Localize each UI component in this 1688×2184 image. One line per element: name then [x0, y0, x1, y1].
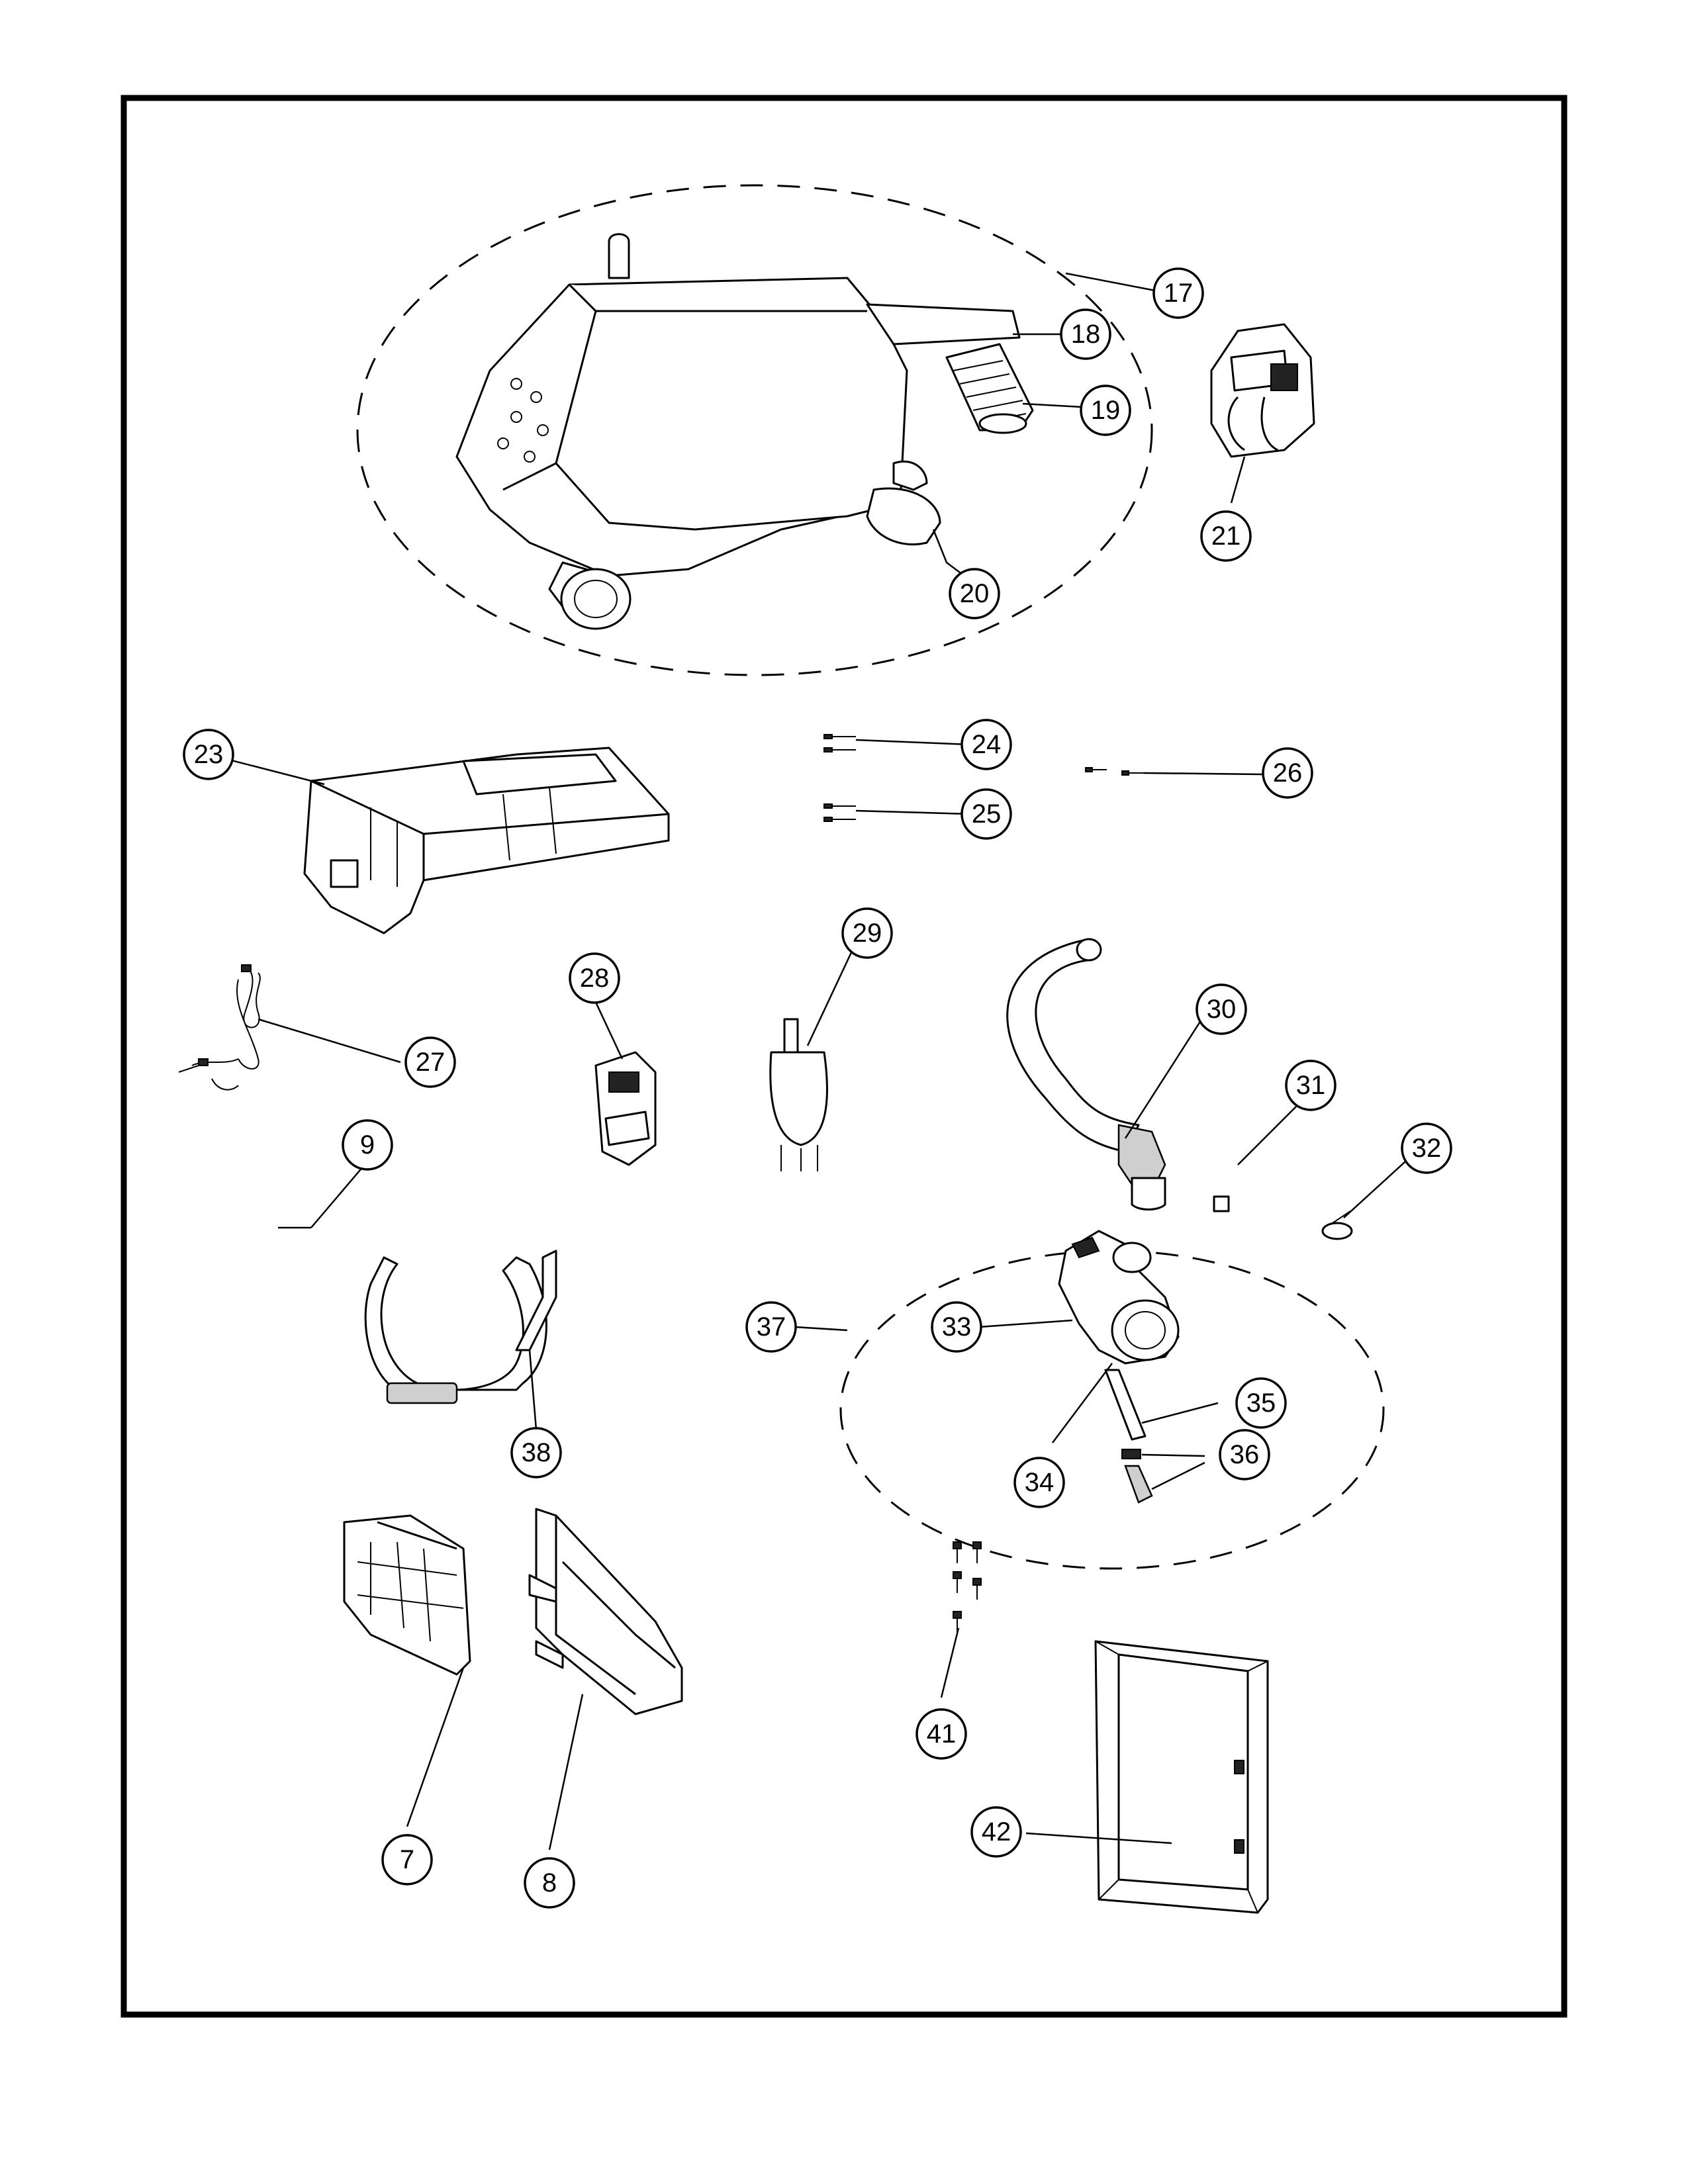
callout-label: 9 [360, 1130, 375, 1160]
callout-36: 36 [1219, 1429, 1270, 1480]
callout-label: 8 [542, 1868, 557, 1897]
callout-35: 35 [1235, 1377, 1287, 1429]
callout-31: 31 [1285, 1060, 1336, 1111]
callout-18: 18 [1060, 308, 1111, 360]
callout-label: 37 [757, 1312, 786, 1342]
hose-clip-31 [1213, 1195, 1230, 1212]
water-inlet-valve [1210, 323, 1315, 458]
drain-pump [1058, 1230, 1180, 1365]
callout-25: 25 [961, 788, 1012, 840]
callout-29: 29 [841, 907, 893, 959]
group-17-outline [356, 184, 1153, 676]
callout-27: 27 [404, 1036, 456, 1088]
callout-label: 28 [580, 964, 610, 993]
callout-label: 26 [1273, 758, 1303, 788]
diagram-border [120, 95, 1568, 2018]
callout-9: 9 [342, 1119, 393, 1171]
callout-42: 42 [970, 1806, 1022, 1858]
callout-28: 28 [569, 952, 620, 1004]
callout-label: 38 [522, 1438, 551, 1467]
callout-label: 7 [400, 1845, 414, 1874]
callout-23: 23 [183, 729, 234, 780]
pump-tube [1104, 1369, 1147, 1441]
callout-label: 24 [972, 730, 1002, 759]
callout-label: 29 [853, 919, 882, 948]
callout-19: 19 [1080, 385, 1131, 436]
callout-label: 30 [1207, 995, 1237, 1024]
hose-bracket [364, 1250, 557, 1404]
callout-label: 20 [960, 579, 990, 608]
callout-41: 41 [915, 1708, 967, 1760]
screws-24 [823, 734, 856, 752]
drain-hose [1006, 938, 1166, 1210]
callout-26: 26 [1262, 747, 1313, 799]
suppressor-capacitor [769, 1018, 828, 1171]
callout-label: 41 [927, 1719, 957, 1749]
wire-harness [178, 964, 261, 1091]
door-lock-switch [594, 1051, 657, 1166]
callout-32: 32 [1401, 1122, 1452, 1174]
screws-41 [953, 1541, 982, 1633]
callout-label: 36 [1230, 1440, 1260, 1469]
dispenser-drawer [303, 747, 670, 934]
callout-37: 37 [745, 1301, 797, 1353]
callout-label: 21 [1211, 522, 1241, 551]
callout-33: 33 [931, 1301, 982, 1353]
callout-label: 31 [1296, 1071, 1326, 1100]
inlet-bellows [945, 343, 1034, 434]
panel-bracket-8 [528, 1508, 683, 1715]
callout-38: 38 [510, 1427, 562, 1479]
callout-label: 42 [982, 1817, 1011, 1846]
callout-30: 30 [1196, 983, 1247, 1035]
hose-fitting [1121, 1449, 1153, 1504]
callout-label: 35 [1246, 1388, 1276, 1418]
callout-label: 33 [942, 1312, 972, 1342]
callout-label: 23 [194, 740, 224, 769]
callout-20: 20 [949, 568, 1000, 619]
callout-7: 7 [381, 1834, 433, 1886]
callout-17: 17 [1152, 267, 1204, 319]
hose-clamp [1321, 1210, 1353, 1240]
callout-24: 24 [961, 719, 1012, 770]
callout-21: 21 [1200, 510, 1252, 562]
callout-label: 17 [1164, 279, 1194, 308]
callout-34: 34 [1013, 1457, 1065, 1508]
callout-label: 34 [1025, 1468, 1055, 1497]
screws-26 [1085, 767, 1143, 776]
callout-label: 32 [1412, 1134, 1442, 1163]
callout-label: 25 [972, 799, 1002, 829]
dispenser-housing [455, 233, 1021, 630]
support-bracket-7 [343, 1514, 471, 1676]
callout-label: 19 [1091, 396, 1121, 425]
door-frame-panel [1094, 1640, 1269, 1914]
callout-label: 18 [1071, 320, 1101, 349]
callout-label: 27 [416, 1048, 445, 1077]
callout-8: 8 [524, 1857, 575, 1909]
screws-25 [823, 803, 856, 822]
group-37-outline [839, 1250, 1385, 1570]
